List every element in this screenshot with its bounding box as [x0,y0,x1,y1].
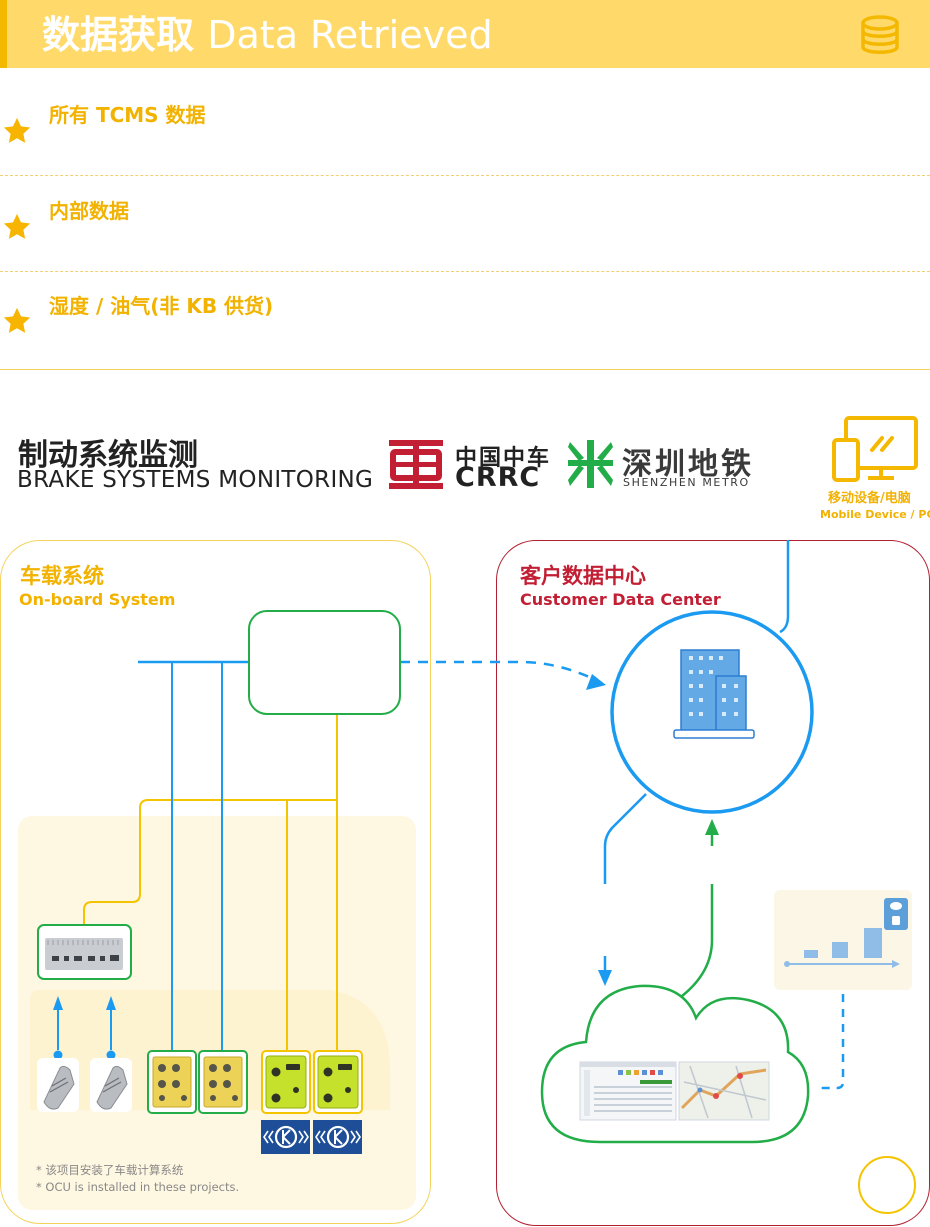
onboard-label-en: On-board System [19,590,176,609]
list-item-label: 所有 TCMS 数据 [49,103,206,127]
crrc-logo-icon [389,440,443,489]
list-item-label: 内部数据 [49,199,129,223]
ocu-computer [37,924,132,980]
section-header [0,0,930,68]
shenzhen-metro-logo-icon [568,440,613,488]
star-icon [3,307,31,333]
section-divider [0,369,930,370]
crrc-name-en: CRRC [455,462,541,493]
list-item-label: 湿度 / 油气(非 KB 供货) [49,294,274,318]
onboard-system-panel [0,540,431,1224]
knorr-bremse-logo-icon [313,1120,362,1154]
divider [0,175,930,176]
section-title: 数据获取 Data Retrieved [42,12,493,58]
star-icon [3,213,31,239]
brake-control-unit [198,1050,248,1114]
star-icon [3,117,31,143]
metro-name-cn: 深圳地铁 [622,447,754,482]
map-screenshot [678,1061,770,1121]
decorative-circle [858,1156,916,1214]
knorr-valve-unit [261,1050,311,1114]
section-title-cn: 数据获取 [42,13,195,57]
metro-name-en: SHENZHEN METRO [623,476,750,489]
diagram-title-cn: 制动系统监测 [18,438,198,473]
onboard-label-cn: 车载系统 [20,564,104,588]
section-title-en: Data Retrieved [207,13,493,57]
database-icon [861,15,899,54]
mobile-device-icon [832,416,918,482]
datacenter-label-en: Customer Data Center [520,590,721,609]
knorr-valve-unit [313,1050,363,1114]
humidity-sensor [37,1058,79,1112]
oil-gas-sensor [90,1058,132,1112]
ocu-note-cn: * 该项目安装了车载计算系统 [36,1163,184,1177]
gateway-box [248,610,401,715]
mobile-label-cn: 移动设备/电脑 [828,491,911,506]
header-accent-bar [0,0,7,68]
crrc-name-cn: 中国中车 [455,446,552,471]
diagram-title-en: BRAKE SYSTEMS MONITORING [17,467,374,493]
software-screenshot [579,1061,677,1121]
datacenter-label-cn: 客户数据中心 [520,564,646,588]
brake-control-unit [147,1050,197,1114]
mobile-label-en: Mobile Device / PC [820,508,930,521]
analytics-chart-icon [784,898,908,968]
divider [0,271,930,272]
knorr-bremse-logo-icon [261,1120,310,1154]
building-icon [673,649,755,739]
ocu-note-en: * OCU is installed in these projects. [36,1180,240,1194]
system-diagram [18,540,912,1210]
